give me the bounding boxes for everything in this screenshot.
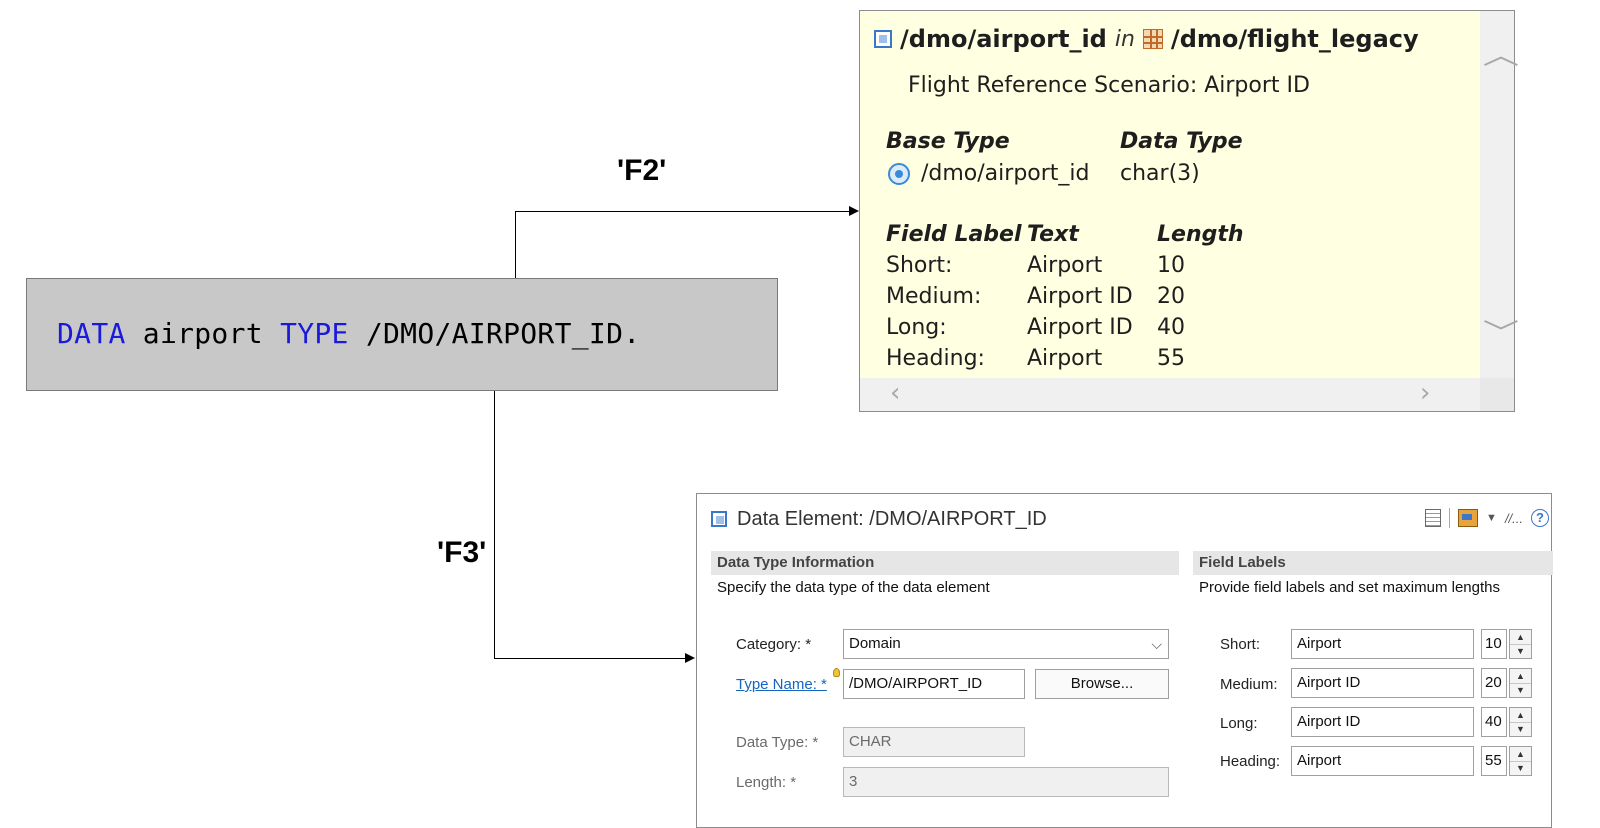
heading-length-stepper[interactable]: ▲▼	[1509, 746, 1532, 776]
f2-connector-vertical	[515, 211, 516, 278]
data-type-value: char(3)	[1120, 161, 1200, 186]
length-header: Length	[1157, 222, 1244, 247]
toolbar-separator	[1449, 508, 1451, 528]
image-icon[interactable]	[1458, 509, 1479, 527]
long-text-input[interactable]: Airport ID	[1291, 707, 1474, 737]
f3-connector-vertical	[494, 391, 495, 659]
popup-in-text: in	[1114, 26, 1135, 52]
document-icon[interactable]	[1425, 509, 1442, 527]
popup-label-length: 55	[1157, 346, 1185, 371]
more-icon[interactable]: //...	[1504, 510, 1523, 526]
long-label: Long:	[1220, 715, 1258, 732]
length-label: Length: *	[736, 774, 797, 791]
data-type-input: CHAR	[843, 727, 1025, 757]
base-type-value-text: /dmo/airport_id	[921, 161, 1090, 186]
short-label: Short:	[1220, 636, 1261, 653]
scroll-down-icon[interactable]: ﹀	[1482, 319, 1520, 349]
data-element-editor: Data Element: /DMO/AIRPORT_ID ▼ //... ? …	[696, 493, 1553, 828]
code-box: DATA airport TYPE /DMO/AIRPORT_ID.	[26, 278, 778, 391]
popup-label-length: 40	[1157, 315, 1185, 340]
medium-length-stepper[interactable]: ▲▼	[1509, 668, 1532, 698]
popup-table-name: /dmo/flight_legacy	[1170, 25, 1419, 53]
medium-length-input[interactable]: 20	[1481, 668, 1507, 698]
f2-arrowhead	[849, 206, 859, 216]
heading-text-input[interactable]: Airport	[1291, 746, 1474, 776]
data-type-label: Data Type: *	[736, 734, 819, 751]
hint-bulb-icon	[833, 668, 840, 677]
section-desc-data-type-info: Specify the data type of the data elemen…	[717, 579, 990, 596]
scroll-up-icon[interactable]: ︿	[1482, 41, 1520, 71]
domain-icon	[888, 163, 910, 185]
popup-label-length: 20	[1157, 284, 1185, 309]
data-element-icon	[874, 30, 892, 48]
type-name-input[interactable]: /DMO/AIRPORT_ID	[843, 669, 1025, 699]
popup-label-name: Heading:	[886, 346, 985, 371]
section-header-data-type-info: Data Type Information	[711, 551, 1179, 575]
popup-label-text: Airport	[1027, 346, 1103, 371]
scroll-left-icon[interactable]: ‹	[890, 378, 901, 408]
type-name-link[interactable]: Type Name: *	[736, 676, 827, 693]
browse-button[interactable]: Browse...	[1035, 669, 1169, 699]
scrollbar-corner	[1480, 378, 1514, 411]
f2-label: 'F2'	[617, 154, 667, 187]
popup-element-name: /dmo/airport_id	[900, 25, 1107, 53]
popup-label-name: Medium:	[886, 284, 982, 309]
base-type-header: Base Type	[886, 129, 1010, 154]
popup-label-name: Short:	[886, 253, 953, 278]
heading-label: Heading:	[1220, 753, 1281, 770]
popup-label-text: Airport	[1027, 253, 1103, 278]
help-icon[interactable]: ?	[1531, 509, 1549, 527]
field-label-header: Field Label	[886, 222, 1022, 247]
short-text-input[interactable]: Airport	[1291, 629, 1474, 659]
code-line: DATA airport TYPE /DMO/AIRPORT_ID.	[57, 317, 640, 350]
category-value: Domain	[849, 635, 901, 652]
scroll-right-icon[interactable]: ›	[1420, 378, 1431, 408]
long-length-stepper[interactable]: ▲▼	[1509, 707, 1532, 737]
heading-length-input[interactable]: 55	[1481, 746, 1507, 776]
long-length-input[interactable]: 40	[1481, 707, 1507, 737]
short-length-input[interactable]: 10	[1481, 629, 1507, 659]
section-desc-field-labels: Provide field labels and set maximum len…	[1199, 579, 1500, 596]
popup-label-name: Long:	[886, 315, 947, 340]
code-keyword-type: TYPE	[280, 317, 349, 350]
element-info-popup: /dmo/airport_id in /dmo/flight_legacy Fl…	[859, 10, 1519, 412]
short-length-stepper[interactable]: ▲▼	[1509, 629, 1532, 659]
f3-arrowhead	[685, 653, 695, 663]
data-type-header: Data Type	[1120, 129, 1243, 154]
f3-connector-horizontal	[494, 658, 687, 659]
medium-label: Medium:	[1220, 676, 1278, 693]
table-icon	[1142, 29, 1163, 49]
code-keyword-data: DATA	[57, 317, 126, 350]
f2-connector-horizontal	[515, 211, 851, 212]
popup-horizontal-scrollbar[interactable]: ‹ ›	[860, 378, 1514, 411]
popup-vertical-scrollbar[interactable]: ︿ ﹀	[1480, 11, 1519, 379]
text-header: Text	[1027, 222, 1079, 247]
code-type-name: /DMO/AIRPORT_ID.	[348, 317, 641, 350]
editor-toolbar: ▼ //... ?	[1425, 508, 1549, 528]
popup-title: /dmo/airport_id in /dmo/flight_legacy	[874, 23, 1419, 55]
base-type-value[interactable]: /dmo/airport_id	[888, 161, 1090, 186]
popup-label-text: Airport ID	[1027, 315, 1133, 340]
category-label: Category: *	[736, 636, 812, 653]
length-input: 3	[843, 767, 1169, 797]
medium-text-input[interactable]: Airport ID	[1291, 668, 1474, 698]
chevron-down-icon: ⌵	[1151, 636, 1162, 652]
editor-title: Data Element: /DMO/AIRPORT_ID	[711, 502, 1047, 536]
popup-label-text: Airport ID	[1027, 284, 1133, 309]
section-header-field-labels: Field Labels	[1193, 551, 1553, 575]
popup-label-length: 10	[1157, 253, 1185, 278]
data-element-icon	[711, 511, 727, 527]
code-variable: airport	[125, 317, 281, 350]
category-select[interactable]: Domain ⌵	[843, 629, 1169, 659]
popup-description: Flight Reference Scenario: Airport ID	[908, 73, 1310, 98]
editor-title-text: Data Element: /DMO/AIRPORT_ID	[737, 507, 1047, 530]
f3-label: 'F3'	[437, 536, 487, 569]
dropdown-arrow-icon[interactable]: ▼	[1486, 512, 1497, 524]
